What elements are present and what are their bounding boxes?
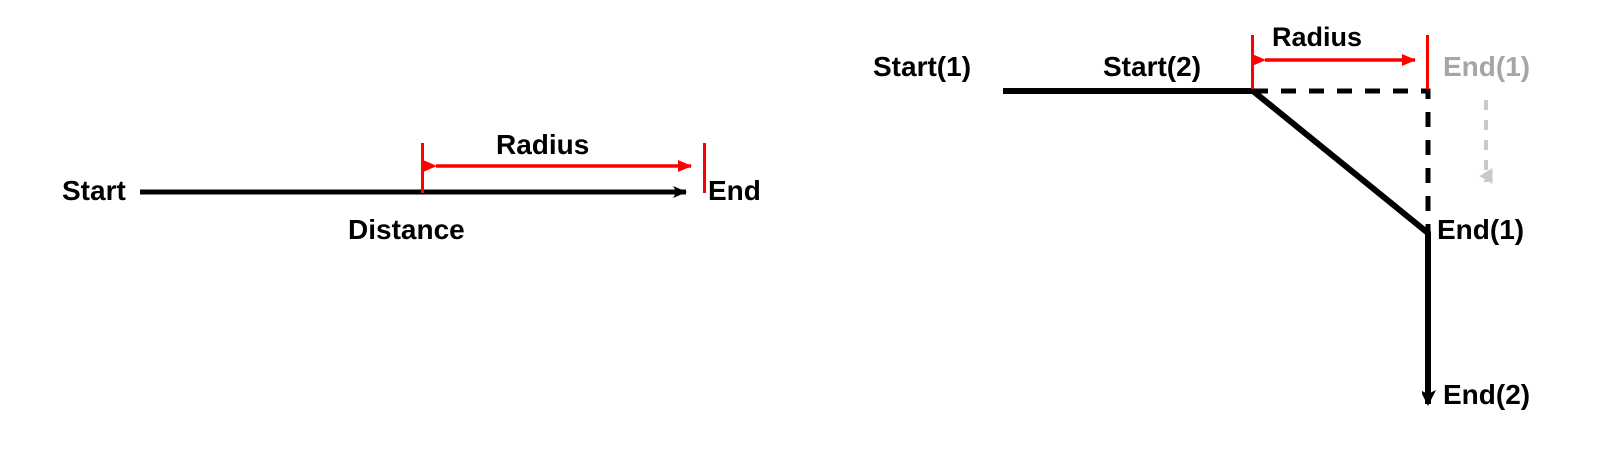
label-end-1-ghost: End(1) xyxy=(1443,51,1531,82)
label-radius-left: Radius xyxy=(496,129,590,160)
label-end-2: End(2) xyxy=(1443,379,1531,410)
right-dashed-original-path xyxy=(1253,88,1431,233)
label-start-2: Start(2) xyxy=(1103,51,1202,82)
label-start: Start xyxy=(62,175,126,206)
label-distance: Distance xyxy=(348,214,465,245)
right-solid-path xyxy=(1003,88,1428,404)
label-start-1: Start(1) xyxy=(873,51,972,82)
label-end-1: End(1) xyxy=(1437,214,1525,245)
label-end: End xyxy=(708,175,761,206)
label-radius-right: Radius xyxy=(1272,22,1363,52)
